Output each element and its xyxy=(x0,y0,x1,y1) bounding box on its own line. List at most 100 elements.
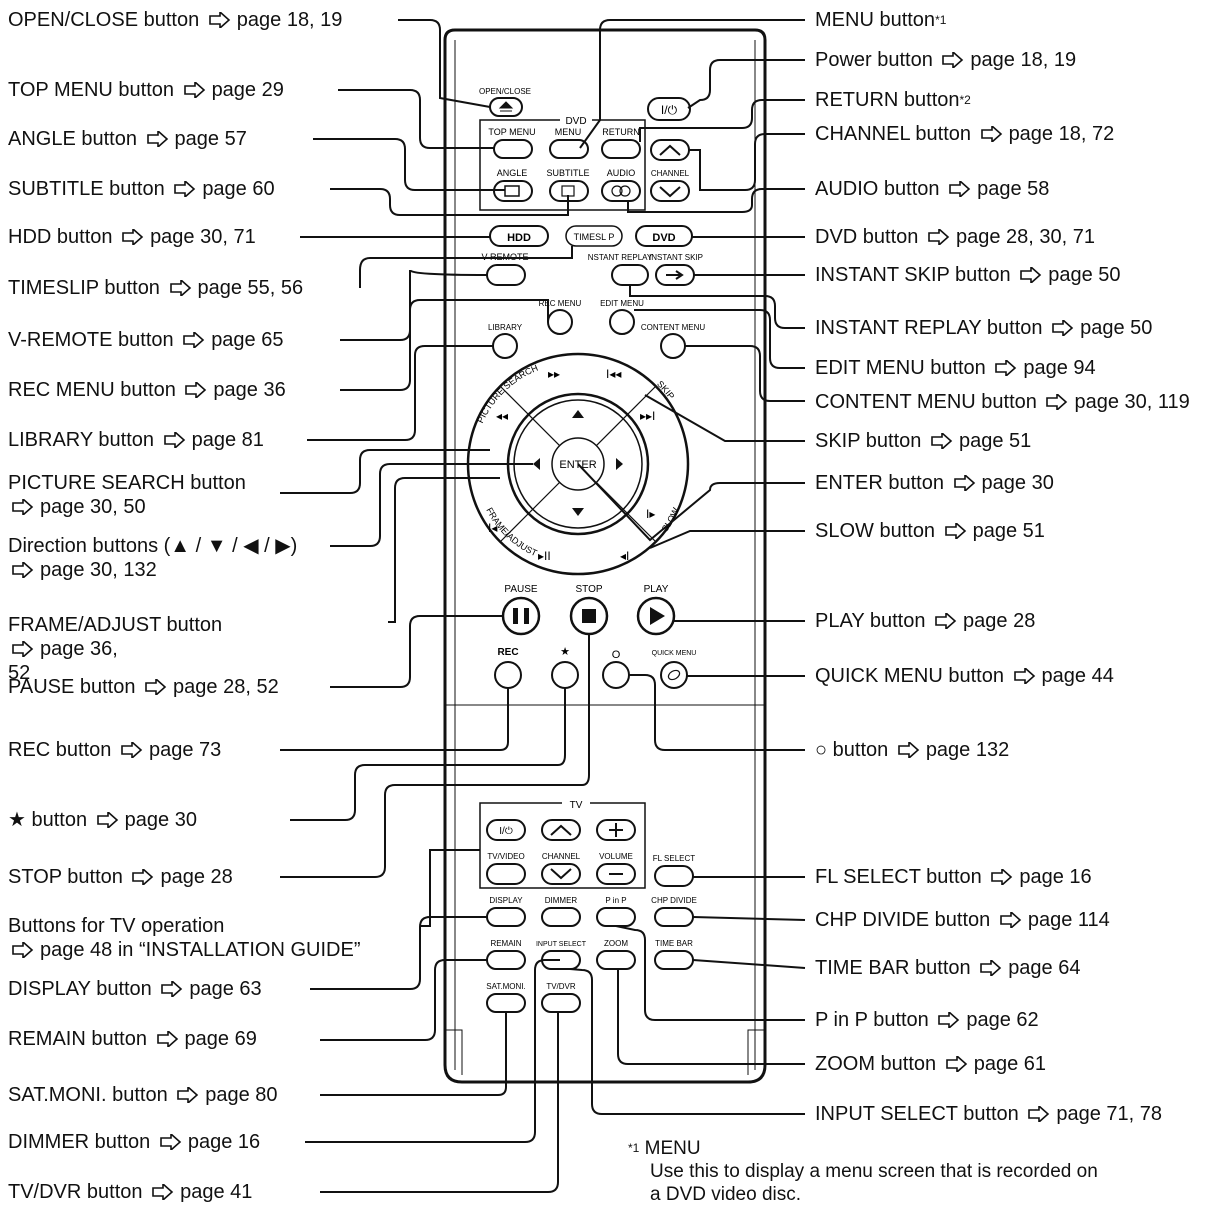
up-icon xyxy=(572,410,584,418)
callout-name: FL SELECT button xyxy=(815,866,982,888)
p-in-p-button xyxy=(596,907,636,927)
right-callout-21: INPUT SELECT button page 71, 78 xyxy=(815,1102,1162,1126)
callout-name: Direction buttons (▲ / ▼ / ◀ / ▶) xyxy=(8,535,298,557)
right-callout-1: Power button page 18, 19 xyxy=(815,48,1076,72)
callout-footnote-mark: *2 xyxy=(959,93,971,107)
left-callout-7: REC MENU button page 36 xyxy=(8,378,286,402)
frame-fwd-icon: ▸II xyxy=(538,549,551,563)
page-ref-arrow-icon xyxy=(1052,320,1074,336)
search-fwd-icon: ▸▸ xyxy=(548,367,560,381)
rec-menu-label: REC MENU xyxy=(539,299,582,308)
tv-video-label: TV/VIDEO xyxy=(487,852,524,861)
rec-menu-button xyxy=(547,309,573,335)
fl-select-button xyxy=(654,865,694,887)
circle-label: O xyxy=(612,649,621,661)
callout-page-ref: page 81 xyxy=(154,429,264,451)
callout-page-ref: page 28, 52 xyxy=(135,676,279,698)
return-label: RETURN xyxy=(602,127,640,137)
left-callout-10: Direction buttons (▲ / ▼ / ◀ / ▶)page 30… xyxy=(8,534,297,582)
page-ref-arrow-icon xyxy=(161,981,183,997)
v-remote-button xyxy=(486,264,526,286)
fl-select-label: FL SELECT xyxy=(653,854,695,863)
instant-replay-button xyxy=(611,264,649,286)
footnote-mark: *1 xyxy=(628,1141,640,1155)
page-ref-arrow-icon xyxy=(122,229,144,245)
callout-name: TOP MENU button xyxy=(8,79,174,101)
top-menu-label: TOP MENU xyxy=(488,127,535,137)
page-ref-arrow-icon xyxy=(169,280,191,296)
time-bar-button xyxy=(654,950,694,970)
rec-button xyxy=(494,661,522,689)
page-ref-arrow-icon xyxy=(928,229,950,245)
right-callout-18: TIME BAR button page 64 xyxy=(815,956,1080,980)
page-ref-arrow-icon xyxy=(949,181,971,197)
right-icon xyxy=(616,458,623,470)
left-callout-0: OPEN/CLOSE button page 18, 19 xyxy=(8,8,342,32)
dvd-channel-up-button xyxy=(650,139,690,161)
callout-name: V-REMOTE button xyxy=(8,329,174,351)
callout-name: REMAIN button xyxy=(8,1028,147,1050)
star-button xyxy=(551,661,579,689)
callout-name: SLOW button xyxy=(815,520,936,542)
right-callout-4: AUDIO button page 58 xyxy=(815,177,1049,201)
left-callout-1: TOP MENU button page 29 xyxy=(8,78,284,102)
callout-page-ref: page 28, 30, 71 xyxy=(918,226,1095,248)
callout-name: TIME BAR button xyxy=(815,957,971,979)
page-ref-arrow-icon xyxy=(174,181,196,197)
time-bar-label: TIME BAR xyxy=(655,939,693,948)
callout-page-ref: page 58 xyxy=(940,178,1049,200)
chp-divide-button xyxy=(654,907,694,927)
callout-page-ref: page 30 xyxy=(944,472,1054,494)
tv-channel-up-button xyxy=(541,819,581,841)
hdd-button-label: HDD xyxy=(507,232,531,244)
page-ref-arrow-icon xyxy=(931,433,953,449)
audio-button xyxy=(601,180,641,202)
callout-name: EDIT MENU button xyxy=(815,357,986,379)
dvd-button-label: DVD xyxy=(652,232,675,244)
audio-label: AUDIO xyxy=(607,168,636,178)
subtitle-label: SUBTITLE xyxy=(546,168,589,178)
zoom-button xyxy=(596,950,636,970)
library-button xyxy=(492,333,518,359)
page-ref-arrow-icon xyxy=(980,960,1002,976)
page-ref-arrow-icon xyxy=(995,360,1017,376)
star-label: ★ xyxy=(560,646,570,658)
page-ref-arrow-icon xyxy=(208,12,230,28)
open-close-label: OPEN/CLOSE xyxy=(479,87,531,96)
page-ref-arrow-icon xyxy=(145,679,167,695)
instant-skip-label: INSTANT SKIP xyxy=(649,253,703,262)
quick-menu-button xyxy=(660,661,688,689)
callout-page-ref: page 41 xyxy=(143,1181,252,1203)
callout-name: OPEN/CLOSE button xyxy=(8,9,200,31)
callout-name: REC MENU button xyxy=(8,379,176,401)
callout-page-ref: page 51 xyxy=(935,520,1045,542)
left-callout-14: ★ button page 30 xyxy=(8,808,197,832)
left-icon xyxy=(533,458,540,470)
right-callout-6: INSTANT SKIP button page 50 xyxy=(815,263,1121,287)
right-callout-3: CHANNEL button page 18, 72 xyxy=(815,122,1114,146)
left-callout-4: HDD button page 30, 71 xyxy=(8,225,256,249)
callout-name: PICTURE SEARCH button xyxy=(8,472,246,494)
page-ref-arrow-icon xyxy=(156,1031,178,1047)
left-callout-5: TIMESLIP button page 55, 56 xyxy=(8,276,303,300)
callout-name: MENU button xyxy=(815,9,936,31)
right-callout-19: P in P button page 62 xyxy=(815,1008,1039,1032)
callout-name: ○ button xyxy=(815,739,889,761)
input-select-label: INPUT SELECT xyxy=(536,941,587,948)
page-ref-arrow-icon xyxy=(1013,668,1035,684)
right-callout-5: DVD button page 28, 30, 71 xyxy=(815,225,1095,249)
callout-page-ref: page 18, 19 xyxy=(933,49,1076,71)
page-ref-arrow-icon xyxy=(12,942,34,958)
left-callout-8: LIBRARY button page 81 xyxy=(8,428,264,452)
callout-name: INSTANT REPLAY button xyxy=(815,317,1043,339)
callout-page-ref: page 65 xyxy=(174,329,283,351)
tv-group-label: TV xyxy=(570,800,583,811)
slow-back-icon: ◂I xyxy=(620,549,629,563)
chp-divide-label: CHP DIVIDE xyxy=(651,896,697,905)
zoom-label: ZOOM xyxy=(604,939,628,948)
left-callout-13: REC button page 73 xyxy=(8,738,221,762)
right-callout-15: ○ button page 132 xyxy=(815,738,1009,762)
